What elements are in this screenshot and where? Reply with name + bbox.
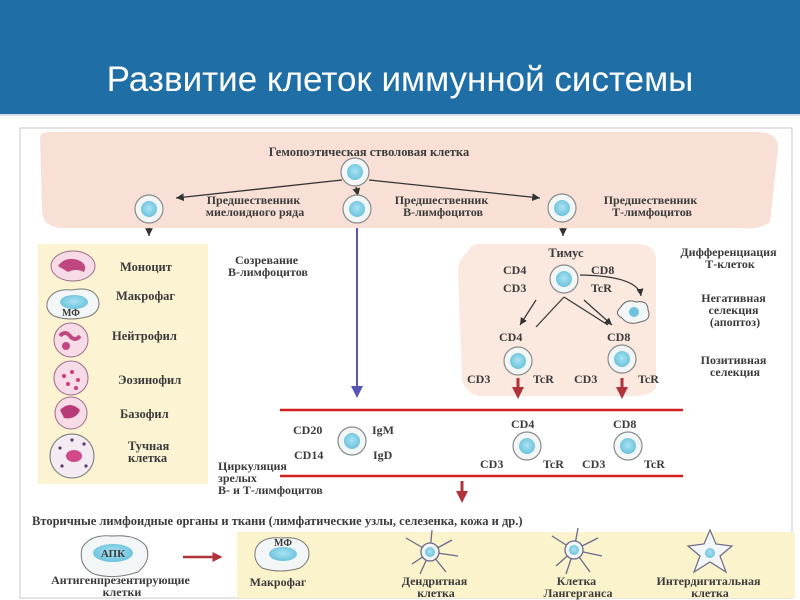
circ-igd-label: IgD bbox=[373, 448, 393, 462]
thymus-cd8-cell bbox=[607, 344, 637, 374]
circ-cd20-label: CD20 bbox=[293, 423, 322, 437]
monocyte-cell bbox=[50, 250, 96, 282]
arrow-to-t bbox=[368, 179, 541, 202]
circ-cd8-tcr-label: TcR bbox=[644, 457, 665, 471]
mast-cell-label: Тучная клетка bbox=[128, 439, 172, 465]
thymus-branch-left bbox=[535, 296, 565, 328]
arrow-to-myeloid bbox=[175, 179, 343, 202]
arrow-to-cd4-single bbox=[519, 299, 537, 326]
slide-title: Развитие клеток иммунной системы bbox=[106, 60, 694, 99]
circulating-b-cell bbox=[337, 426, 367, 456]
macrophage-cell bbox=[46, 288, 100, 320]
immune-diagram: Гемопоэтическая стволовая клетка Предшес… bbox=[19, 127, 795, 600]
t-diff-label: Дифференциация Т-клеток bbox=[680, 245, 779, 271]
thymus-branch-right bbox=[563, 296, 609, 326]
langerhans-label: Клетка Лангерганса bbox=[544, 574, 613, 600]
thymus-tcr-label: TcR bbox=[591, 281, 612, 295]
dendritic-cell bbox=[405, 529, 459, 575]
thymus-cd4-label: CD4 bbox=[503, 263, 526, 277]
basophil-cell bbox=[54, 396, 88, 430]
thymus-double-positive-cell bbox=[549, 264, 579, 294]
circ-cd8-cd3-label: CD3 bbox=[582, 457, 605, 471]
stem-cell-label: Гемопоэтическая стволовая клетка bbox=[269, 145, 470, 159]
positive-selection-label: Позитивная селекция bbox=[701, 353, 770, 379]
bottom-macrophage-label: Макрофаг bbox=[250, 575, 307, 589]
circulating-cd4-cell bbox=[512, 431, 542, 461]
thymus-cd4-single-label: CD4 bbox=[499, 330, 522, 344]
dendritic-label: Дендритная клетка bbox=[402, 574, 471, 600]
interdigital-label: Интердигитальная клетка bbox=[657, 574, 764, 600]
b-maturation-label: Созревание В-лимфоцитов bbox=[228, 253, 308, 279]
thymus-cd4-cell bbox=[503, 346, 533, 376]
title-bar: Развитие клеток иммунной системы bbox=[0, 0, 800, 114]
monocyte-label: Моноцит bbox=[120, 260, 172, 274]
b-precursor-label: Предшественник В-лимфоцитов bbox=[395, 193, 492, 219]
thymus-cd8-tcr-label: TcR bbox=[638, 372, 659, 386]
circ-igm-label: IgM bbox=[372, 423, 394, 437]
thymus-cd8-label: CD8 bbox=[591, 263, 614, 277]
stem-cell-band bbox=[40, 132, 779, 229]
neutrophil-cell bbox=[53, 322, 89, 358]
thymus-cd3-label: CD3 bbox=[503, 281, 526, 295]
thymus-cd4-cd3-label: CD3 bbox=[467, 372, 490, 386]
circ-cd4-cd3-label: CD3 bbox=[480, 457, 503, 471]
macrophage-label: Макрофаг bbox=[116, 289, 175, 303]
bottom-macrophage-badge: МФ bbox=[274, 538, 292, 549]
macrophage-badge: МФ bbox=[62, 308, 80, 319]
b-precursor-cell bbox=[342, 194, 372, 224]
apc-cell bbox=[80, 535, 149, 578]
apoptotic-cell bbox=[616, 300, 650, 324]
circ-cd4-tcr-label: TcR bbox=[543, 457, 564, 471]
interdigital-cell bbox=[686, 528, 734, 574]
arrow-to-cd8-single bbox=[583, 299, 613, 326]
eosinophil-cell bbox=[53, 360, 89, 396]
circ-cd8-label: CD8 bbox=[613, 417, 636, 431]
langerhans-cell bbox=[551, 527, 603, 575]
t-precursor-cell bbox=[547, 193, 577, 223]
circ-cd4-label: CD4 bbox=[511, 417, 534, 431]
stem-cell bbox=[340, 157, 370, 187]
arrow-to-apoptosis bbox=[579, 274, 644, 297]
thymus-cd4-tcr-label: TcR bbox=[533, 372, 554, 386]
eosinophil-label: Эозинофил bbox=[118, 373, 181, 387]
apc-label: Антигенпрезентирующие клетки bbox=[51, 573, 193, 599]
mast-cell bbox=[49, 433, 95, 479]
divider bbox=[0, 114, 800, 116]
basophil-label: Базофил bbox=[120, 407, 169, 421]
neutrophil-label: Нейтрофил bbox=[112, 329, 177, 343]
circ-cd14-label: CD14 bbox=[294, 448, 323, 462]
thymus-title: Тимус bbox=[548, 246, 584, 260]
circulation-caption: Циркуляция зрелых В- и Т-лимфоцитов bbox=[218, 459, 323, 497]
thymus-cd8-single-label: CD8 bbox=[607, 330, 630, 344]
myeloid-precursor-cell bbox=[134, 194, 164, 224]
apc-badge: АПК bbox=[101, 548, 125, 560]
thymus-cd8-cd3-label: CD3 bbox=[574, 372, 597, 386]
t-precursor-label: Предшественник Т-лимфоцитов bbox=[604, 193, 701, 219]
negative-selection-label: Негативная селекция (апоптоз) bbox=[701, 291, 769, 329]
myeloid-precursor-label: Предшественник миелоидного ряда bbox=[206, 193, 304, 219]
circulating-cd8-cell bbox=[613, 431, 643, 461]
secondary-organs-label: Вторичные лимфоидные органы и ткани (лим… bbox=[32, 514, 523, 528]
bottom-macrophage-cell bbox=[254, 537, 310, 572]
